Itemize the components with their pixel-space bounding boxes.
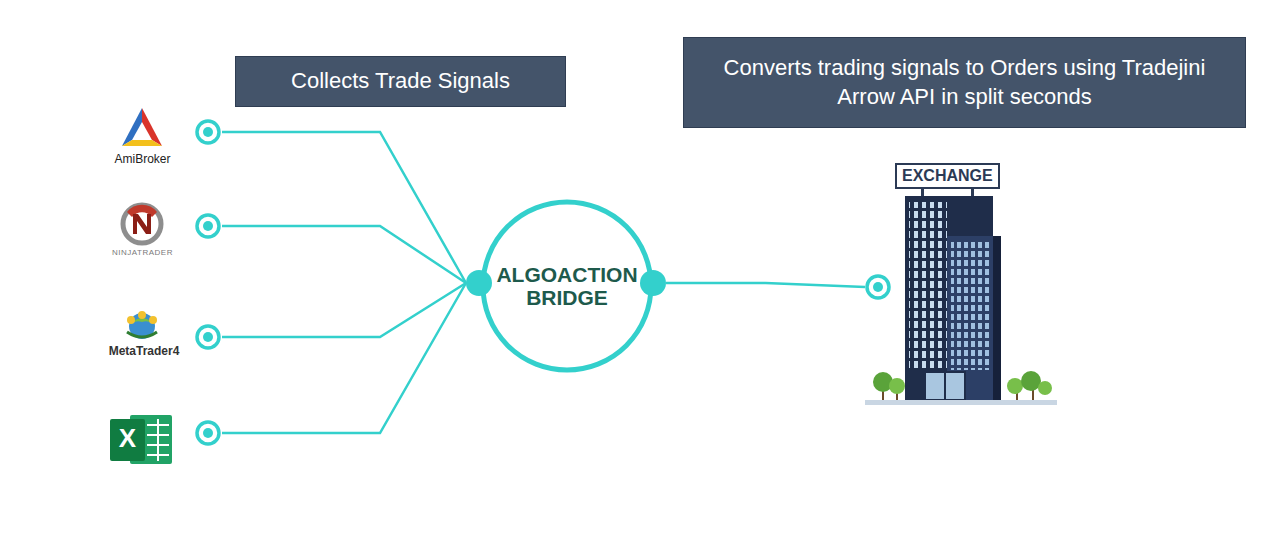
port-dot	[203, 428, 213, 438]
port-dot	[640, 270, 666, 296]
logo-part	[123, 205, 161, 243]
heading-band: Converts trading signals to Orders using…	[683, 37, 1246, 128]
source-node: NINJATRADER	[105, 200, 222, 266]
heading-band: Collects Trade Signals	[235, 56, 566, 107]
node-label: Collects Trade Signals	[273, 67, 528, 96]
node-label: EXCHANGE	[895, 163, 1000, 189]
source-node: MetaTrader4	[105, 306, 222, 366]
logo-part	[149, 316, 157, 324]
port-dot	[203, 221, 213, 231]
bridge-circle-node: ALGOACTION BRIDGE	[466, 197, 666, 375]
logo-part	[122, 140, 162, 146]
connector-line	[222, 283, 466, 337]
bridge-circle	[483, 202, 651, 370]
tower-back	[905, 196, 993, 400]
ground	[865, 400, 1057, 405]
port-ring	[867, 276, 889, 298]
node-label: X	[110, 424, 145, 453]
entrance	[925, 372, 965, 400]
exchange-building	[865, 160, 1060, 414]
logo-part	[127, 316, 135, 324]
port-dot	[466, 270, 492, 296]
port-dot	[203, 127, 213, 137]
source-node: X	[105, 407, 222, 471]
node-label: Converts trading signals to Orders using…	[684, 54, 1245, 111]
port-ring	[197, 326, 219, 348]
logo-part	[133, 214, 151, 234]
port-ring	[197, 215, 219, 237]
tree	[889, 378, 905, 394]
tower-windows	[951, 242, 991, 370]
node-label: AmiBroker	[105, 152, 180, 166]
node-label: ALGOACTION BRIDGE	[492, 263, 642, 309]
sign-post	[971, 188, 974, 197]
logo-part	[127, 332, 157, 337]
node-label: NINJATRADER	[105, 248, 180, 257]
logo-part	[110, 419, 145, 461]
connector-line	[666, 283, 865, 287]
sign-post	[921, 188, 924, 197]
source-node: AmiBroker	[105, 106, 222, 176]
exchange-node: EXCHANGE	[865, 160, 1060, 414]
port-ring	[197, 422, 219, 444]
tree	[1038, 381, 1052, 395]
tower-windows	[909, 202, 947, 370]
tree	[1007, 378, 1023, 394]
connector-line	[222, 132, 466, 283]
node-label: MetaTrader4	[105, 344, 183, 358]
connector-line	[222, 226, 466, 283]
connector-line	[222, 283, 466, 433]
logo-part	[127, 205, 157, 217]
tower-edge	[993, 236, 1001, 400]
logo-part	[157, 419, 159, 461]
port-dot	[873, 282, 883, 292]
port-ring	[197, 121, 219, 143]
entrance	[944, 372, 946, 400]
port-dot	[203, 332, 213, 342]
logo-part	[138, 311, 146, 319]
